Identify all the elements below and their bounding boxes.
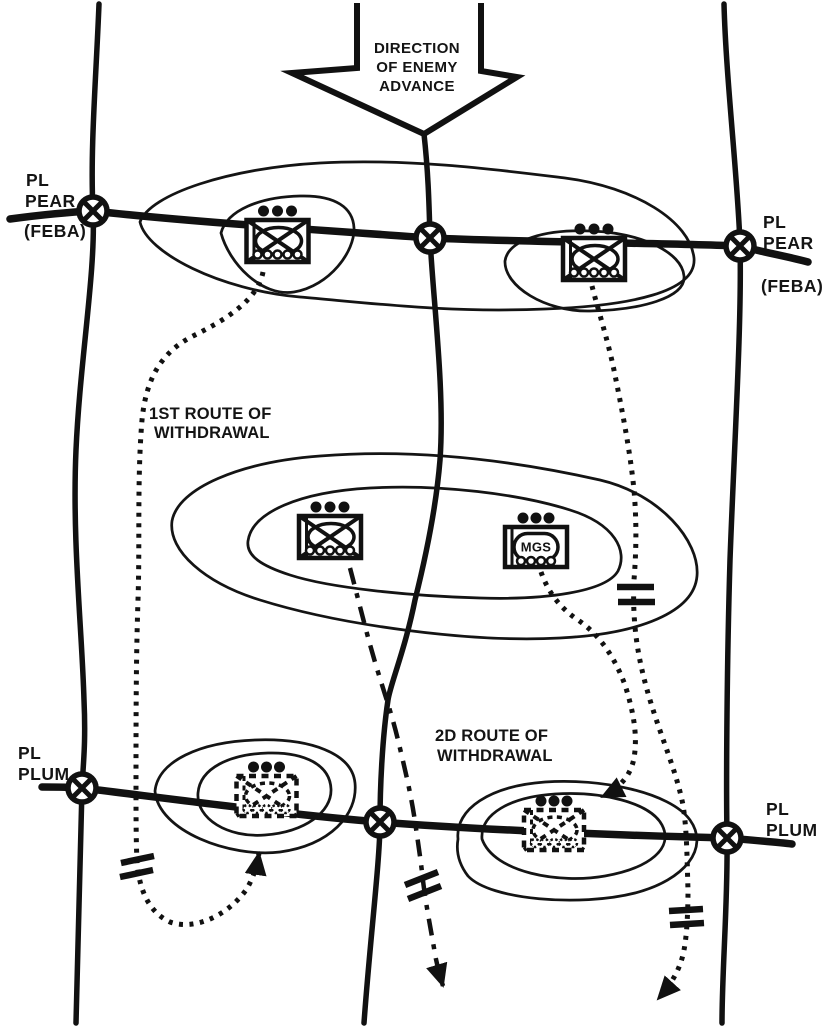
unit-stryker-infantry-company-northwest	[247, 206, 309, 263]
svg-text:1ST ROUTE OF: 1ST ROUTE OF	[149, 405, 272, 423]
svg-text:PL: PL	[18, 743, 41, 763]
unit-stryker-infantry-company-middle	[299, 502, 361, 559]
pl-pear-east-label: PL PEAR (FEBA)	[761, 212, 823, 296]
phase-line-pear	[6, 207, 812, 266]
svg-text:PEAR: PEAR	[25, 191, 76, 211]
hill-contour-southeast-inner	[480, 792, 667, 880]
hill-contour-north-outer	[138, 160, 696, 312]
svg-text:ADVANCE: ADVANCE	[379, 78, 455, 95]
svg-text:(FEBA): (FEBA)	[761, 276, 823, 296]
pl-plum-west-label: PL PLUM	[18, 743, 70, 784]
svg-text:PL: PL	[26, 170, 49, 190]
svg-text:PLUM: PLUM	[18, 764, 70, 784]
enemy-advance-label: DIRECTION OF ENEMY ADVANCE	[374, 40, 460, 95]
svg-text:WITHDRAWAL: WITHDRAWAL	[437, 747, 553, 765]
svg-text:PEAR: PEAR	[763, 233, 814, 253]
svg-text:OF ENEMY: OF ENEMY	[376, 59, 458, 76]
checkpoint-pear-center	[416, 224, 444, 252]
route-1-west-path	[133, 271, 267, 928]
unit-planned-position-southwest	[237, 762, 297, 817]
lane-marker-route1-east-lower	[668, 905, 705, 929]
route-2-path	[347, 567, 448, 988]
svg-text:WITHDRAWAL: WITHDRAWAL	[154, 424, 270, 442]
road-west	[72, 1, 102, 1026]
checkpoint-plum-center	[366, 808, 394, 836]
hill-contour-north-inner-east	[503, 229, 686, 313]
unit-planned-position-southeast	[524, 796, 584, 851]
checkpoint-plum-west	[68, 774, 96, 802]
hill-contour-middle-inner	[246, 485, 623, 600]
svg-text:PL: PL	[763, 212, 786, 232]
hill-contour-southeast-outer	[455, 780, 699, 902]
phase-line-plum	[38, 783, 796, 848]
route-1-label: 1ST ROUTE OF WITHDRAWAL	[149, 405, 272, 442]
pl-plum-east-label: PL PLUM	[766, 799, 818, 840]
checkpoint-plum-east	[713, 824, 741, 852]
route-1-mgs-path	[538, 571, 638, 800]
svg-text:(FEBA): (FEBA)	[24, 221, 86, 241]
route-2-label: 2D ROUTE OF WITHDRAWAL	[435, 727, 553, 765]
road-east	[719, 1, 744, 1026]
checkpoint-pear-east	[726, 232, 754, 260]
svg-text:2D ROUTE OF: 2D ROUTE OF	[435, 727, 548, 745]
hill-contour-southwest-inner	[196, 751, 333, 837]
svg-text:PLUM: PLUM	[766, 820, 818, 840]
mgs-label: MGS	[521, 540, 552, 555]
unit-mgs-company: MGS	[502, 512, 570, 570]
route-1-east-path	[589, 285, 691, 1001]
hill-contour-southwest-outer	[153, 738, 357, 855]
svg-text:PL: PL	[766, 799, 789, 819]
svg-text:DIRECTION: DIRECTION	[374, 40, 460, 57]
enemy-advance-arrow	[280, 3, 526, 138]
hill-contour-middle-outer	[170, 452, 699, 641]
pl-pear-west-label: PL PEAR (FEBA)	[24, 170, 86, 241]
